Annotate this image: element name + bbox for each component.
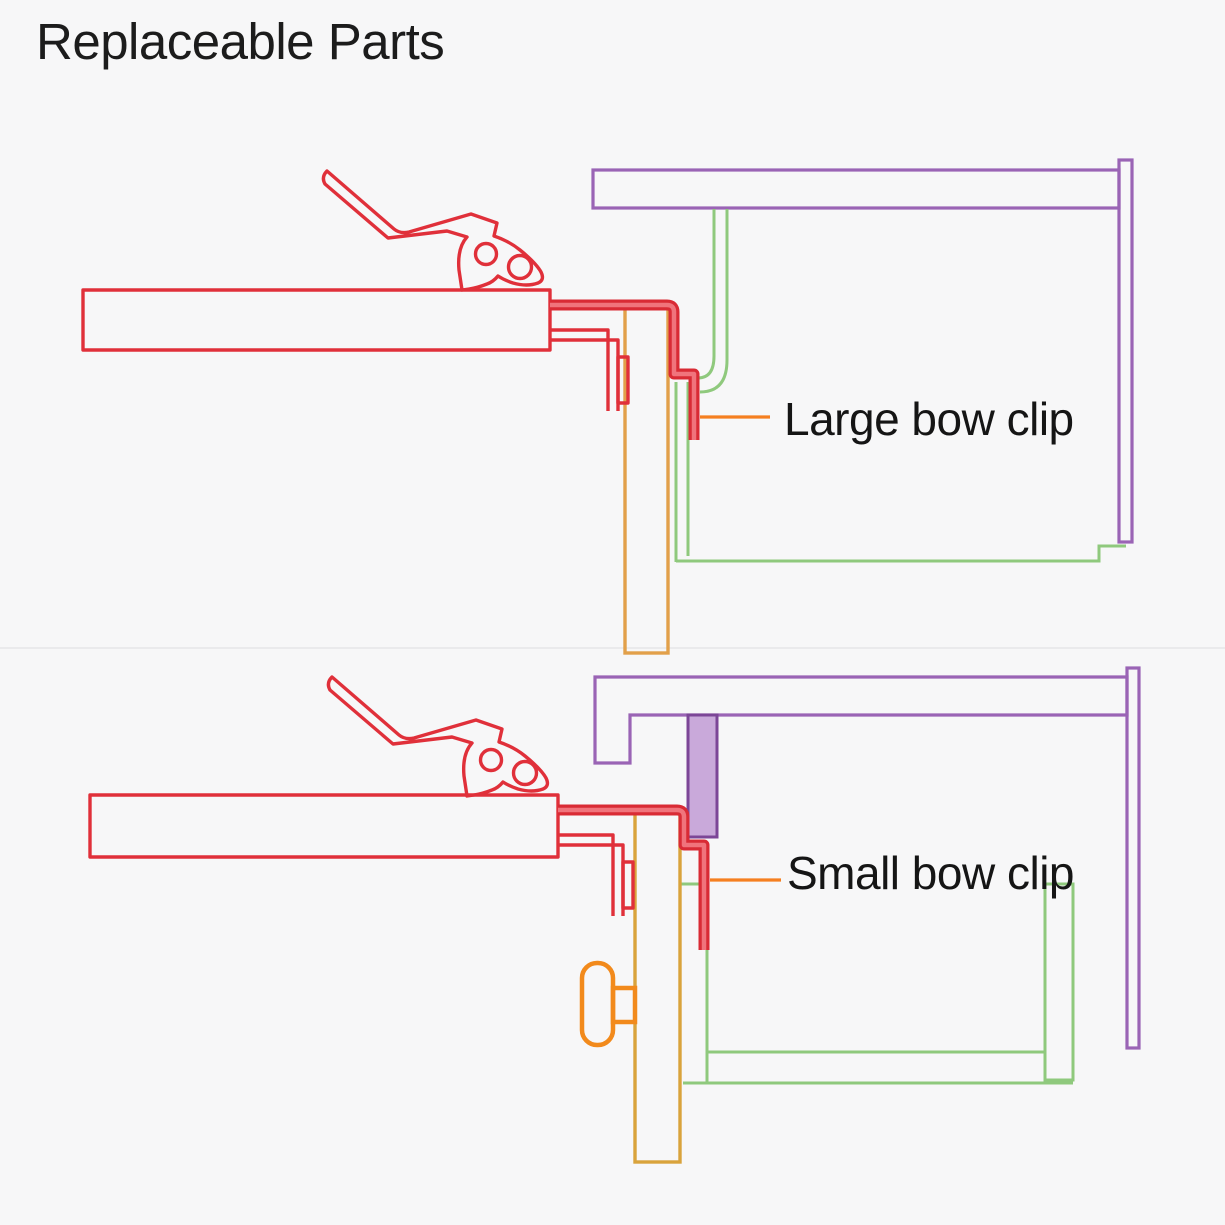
rail-profile-green [674, 209, 1126, 563]
knob-stem [610, 985, 638, 1025]
rail-profile-green [680, 882, 1075, 1085]
image-seam-divider [0, 647, 1225, 649]
mount-plate-orange [633, 808, 682, 1164]
small-clip-diagram [88, 666, 1141, 1164]
clip-bracket [550, 328, 630, 411]
thumb-knob-orange [579, 960, 638, 1048]
clamp-arm-bar [81, 288, 552, 352]
small-bow-clip-wire [558, 804, 710, 950]
large-bow-clip-wire [550, 299, 700, 440]
label-small-bow-clip: Small bow clip [787, 847, 1075, 899]
large-clip-diagram [81, 158, 1134, 655]
clamp-assembly-red [88, 675, 710, 950]
clamp-lever [326, 675, 550, 798]
mount-frame-purple [593, 666, 1141, 1050]
clamp-arm-bar [88, 793, 560, 859]
label-large-bow-clip: Large bow clip [784, 393, 1074, 445]
page-title: Replaceable Parts [36, 13, 445, 70]
mount-frame-purple [591, 158, 1134, 544]
knob-grip [579, 960, 616, 1048]
clip-bracket [558, 833, 635, 916]
clamp-assembly-red [81, 169, 700, 440]
clamp-lever [321, 169, 545, 292]
mount-plate-orange [623, 306, 670, 655]
spacer-block-purple [686, 713, 719, 839]
